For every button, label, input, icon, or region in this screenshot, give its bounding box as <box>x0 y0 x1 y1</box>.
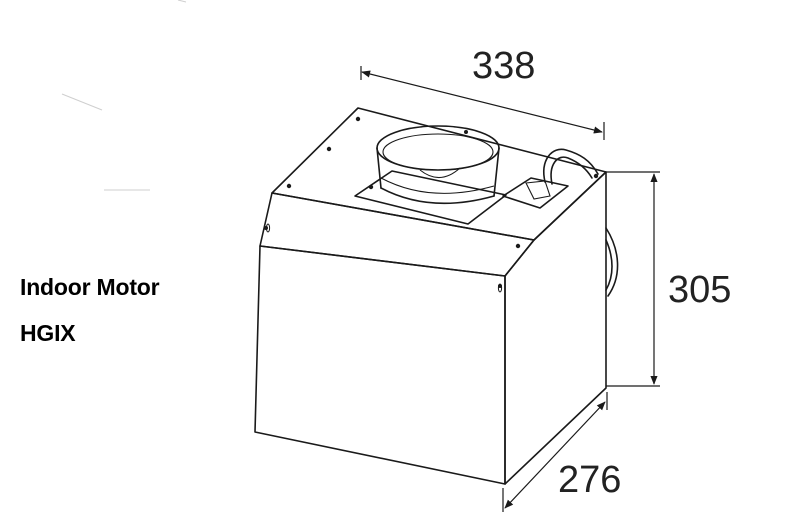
duct-flange-plate <box>354 170 507 225</box>
width-dimension <box>360 66 605 140</box>
duct-collar <box>376 125 500 205</box>
housing-right-face <box>504 171 607 485</box>
stray-marks <box>61 0 187 191</box>
depth-value: 276 <box>558 459 621 501</box>
product-name: Indoor Motor <box>20 274 160 300</box>
height-value: 305 <box>668 269 731 311</box>
product-model: HGIX <box>20 320 76 346</box>
height-dimension <box>606 171 660 387</box>
cable-junction <box>502 148 619 297</box>
housing-front-face <box>254 245 506 485</box>
width-value: 338 <box>472 45 535 87</box>
depth-dimension <box>502 392 608 512</box>
screw-marks <box>264 116 599 293</box>
